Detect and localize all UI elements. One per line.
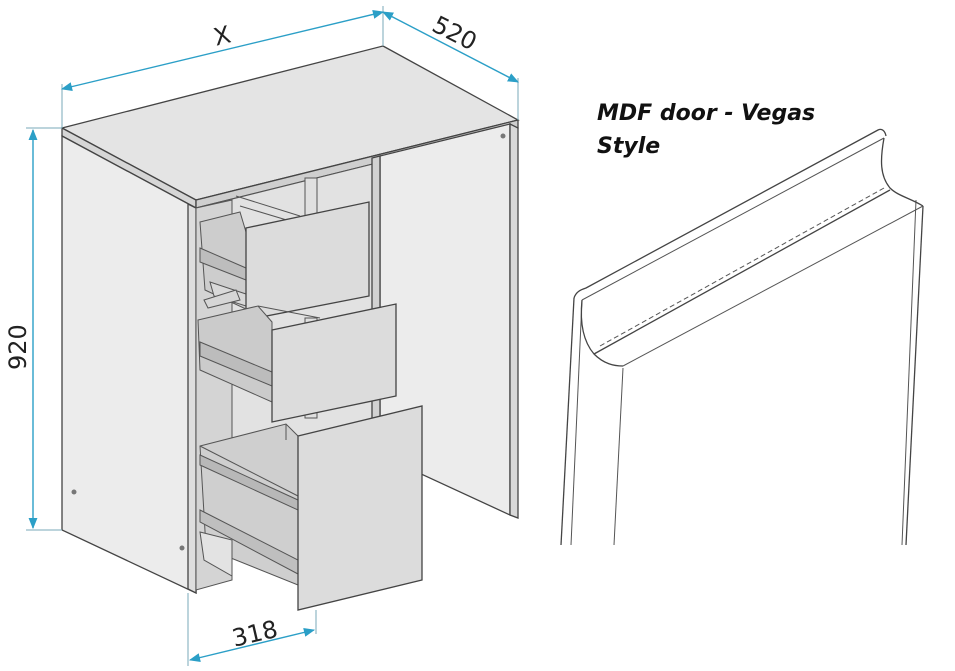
drawer-top <box>199 195 370 321</box>
door-title-line2: Style <box>597 134 660 159</box>
screw-hole <box>500 133 506 139</box>
door-handle-bottom <box>593 189 891 355</box>
drawer-top-front <box>245 201 370 321</box>
door-title: MDF door - Vegas Style <box>597 101 815 159</box>
dimension-labels: X 520 920 318 <box>4 10 481 652</box>
dim-depth-line <box>382 11 519 83</box>
cabinet-left-front-edge <box>187 202 197 595</box>
door-handle-curve-left <box>580 299 624 367</box>
drawer-middle-front <box>271 303 397 423</box>
dim-height-label: 920 <box>4 324 32 370</box>
screw-hole <box>179 545 185 551</box>
dim-width-label: X <box>211 20 234 51</box>
door-title-line1: MDF door - Vegas <box>597 101 815 126</box>
door-left-edge <box>560 297 575 546</box>
door-handle-top-lip <box>573 128 887 299</box>
cabinet-left-side <box>61 134 197 595</box>
door-handle-curve-right <box>880 137 924 207</box>
drawer-middle <box>197 289 397 423</box>
dim-drawer-width-label: 318 <box>229 615 280 653</box>
dim-drawer-width-line <box>188 628 316 662</box>
door-detail <box>560 128 924 546</box>
door-hidden-line <box>599 187 885 347</box>
dimension-lines <box>26 6 519 666</box>
cabinet-drawing <box>60 45 520 611</box>
dim-width-line <box>60 9 385 92</box>
door-face-left <box>613 367 624 546</box>
door-right-edge <box>905 205 924 546</box>
drawer-bottom-front <box>297 405 423 611</box>
screw-hole <box>71 489 77 495</box>
cabinet-right-edge <box>509 122 519 519</box>
drawer-bottom <box>199 405 423 611</box>
